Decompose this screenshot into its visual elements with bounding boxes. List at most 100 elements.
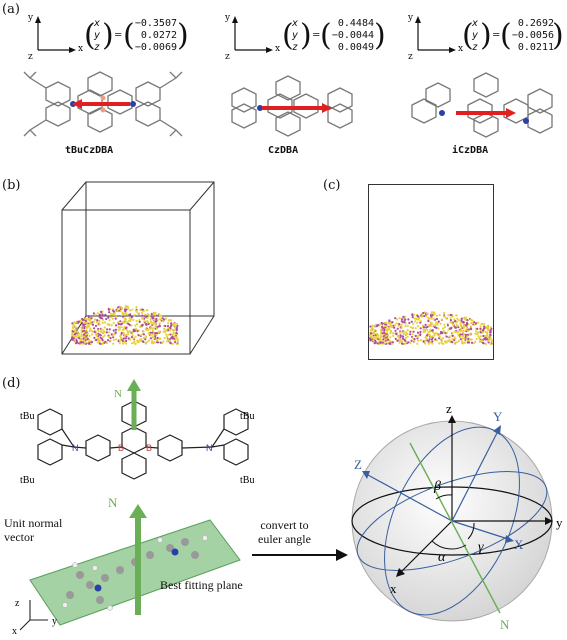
film-dots: [70, 305, 179, 346]
film-dot: [414, 320, 417, 323]
film-dot: [465, 328, 468, 331]
film-dot: [413, 340, 416, 343]
axis-x-label: x: [275, 44, 281, 54]
film-dot: [487, 328, 490, 332]
film-dot: [80, 326, 83, 329]
film-dot: [117, 322, 120, 326]
film-dot: [446, 324, 449, 327]
film-dot: [121, 339, 124, 342]
film-dot: [370, 328, 373, 331]
film-dot: [466, 341, 469, 344]
film-dot: [156, 332, 159, 335]
film-dot: [394, 337, 397, 340]
film-dot: [388, 342, 391, 345]
film-dot: [88, 318, 91, 321]
film-dot: [482, 334, 485, 338]
film-dot: [119, 320, 122, 323]
film-dot: [156, 338, 159, 342]
film-dot: [435, 326, 438, 329]
film-dot: [373, 332, 376, 335]
film-dot: [151, 342, 155, 345]
film-dot: [456, 330, 459, 333]
film-dot: [78, 337, 81, 340]
film-dot: [414, 327, 417, 330]
film-dot: [483, 323, 486, 326]
film-dot: [400, 326, 403, 329]
film-dot: [112, 321, 115, 324]
axis-x-label: x: [458, 44, 464, 54]
film-dot: [398, 317, 401, 320]
film-dot: [394, 317, 397, 320]
film-dot: [453, 342, 456, 345]
film-dot: [387, 334, 390, 337]
film-dot: [426, 312, 429, 315]
film-dot: [117, 306, 120, 309]
film-dot: [158, 313, 161, 316]
film-dot: [483, 326, 486, 329]
film-dot: [401, 337, 404, 340]
film-dot: [141, 314, 144, 317]
film-dot: [81, 317, 84, 321]
film-dot: [400, 340, 404, 343]
film-dot: [142, 336, 145, 340]
sphere-y: y: [556, 515, 563, 530]
film-dot: [169, 329, 172, 332]
film-dot: [98, 339, 101, 342]
film-dot: [132, 318, 135, 321]
film-dot: [151, 333, 154, 336]
film-dot: [391, 321, 394, 324]
film-dot: [152, 316, 155, 319]
film-dot: [152, 321, 155, 324]
film-dot: [470, 338, 473, 341]
film-dot: [99, 333, 102, 336]
film-dot: [424, 336, 427, 339]
film-dot: [448, 340, 451, 343]
film-dot: [105, 331, 108, 334]
film-dot: [440, 330, 443, 334]
film-dot: [421, 314, 424, 317]
film-dot: [85, 321, 88, 324]
film-dot: [133, 341, 136, 344]
film-dot: [452, 323, 455, 326]
film-dot: [402, 315, 405, 318]
film-dot: [419, 330, 422, 333]
film-dot: [404, 339, 407, 342]
film-dot: [98, 323, 101, 326]
film-dot: [431, 340, 434, 343]
film-dot: [126, 313, 129, 316]
film-dot: [148, 314, 151, 317]
film-dot: [135, 310, 138, 313]
film-dot: [443, 311, 446, 314]
film-dot: [138, 320, 141, 323]
sphere-X: X: [514, 537, 524, 552]
film-dot: [409, 330, 412, 333]
film-dot: [444, 341, 447, 344]
film-dot: [135, 320, 138, 323]
film-dot: [377, 334, 380, 337]
panel-a-label: (a): [2, 2, 20, 17]
film-dot: [77, 342, 80, 345]
film-dot: [474, 332, 477, 335]
film-dot: [424, 342, 427, 345]
film-dot: [442, 315, 445, 318]
film-dot: [169, 341, 172, 344]
film-dot: [99, 330, 103, 333]
film-dot: [112, 342, 115, 345]
film-dot: [380, 341, 383, 344]
sphere-x: x: [390, 581, 397, 596]
film-dot: [90, 317, 93, 320]
film-dot: [134, 324, 137, 327]
best-fitting-plane-label: Best fitting plane: [160, 578, 243, 592]
film-dot: [454, 326, 457, 329]
film-dot: [426, 328, 429, 331]
film-dot: [477, 321, 480, 324]
film-dot: [489, 330, 492, 333]
film-dot: [170, 323, 173, 326]
film-dot: [139, 308, 142, 311]
film-dot: [397, 336, 400, 339]
film-dot: [97, 329, 100, 332]
film-dot: [479, 339, 482, 342]
film-dot: [376, 342, 379, 345]
